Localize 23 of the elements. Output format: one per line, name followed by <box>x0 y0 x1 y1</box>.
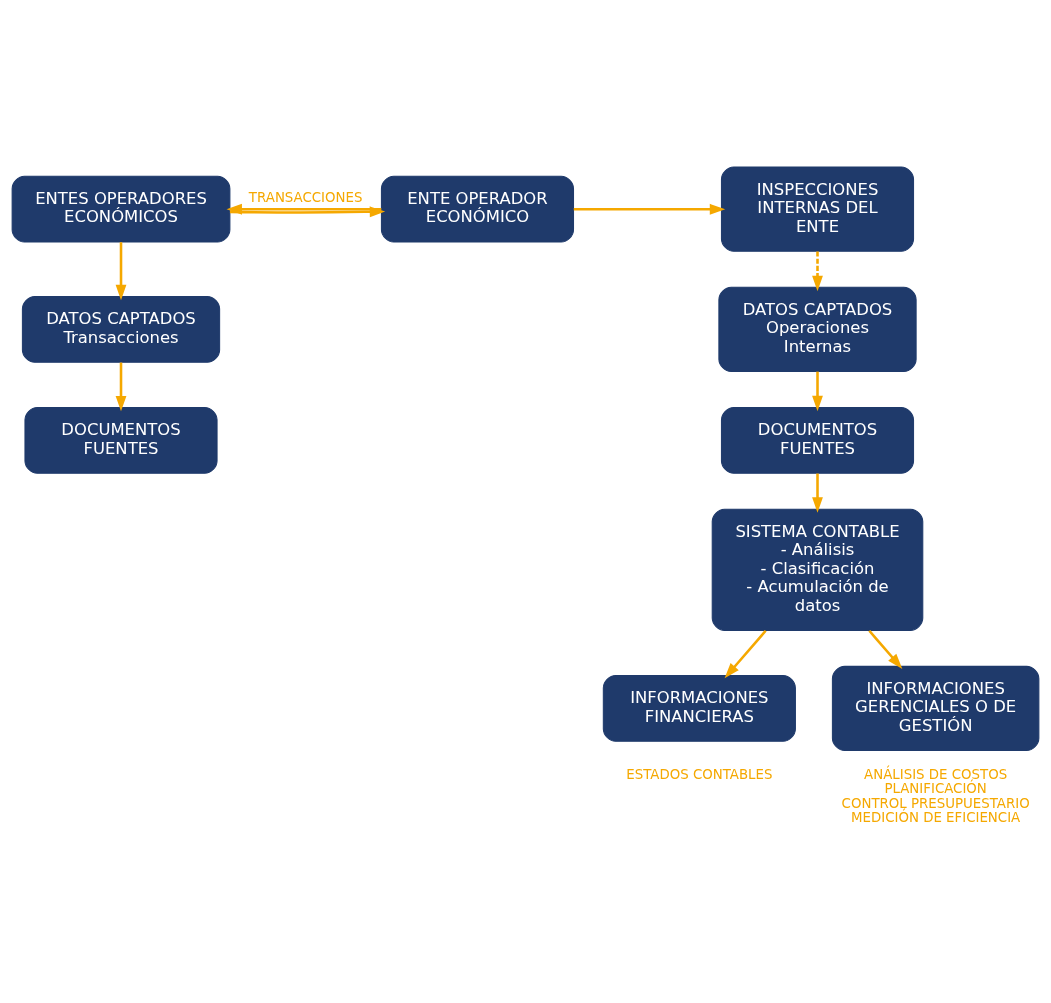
edge-label: TRANSACCIONES <box>248 189 363 205</box>
node-box: ENTES OPERADORES ECONÓMICOS <box>11 175 231 243</box>
arrow <box>812 371 823 411</box>
arrow <box>812 251 823 291</box>
node-box: DATOS CAPTADOS Transacciones <box>21 295 221 363</box>
node-box: DOCUMENTOS FUENTES <box>720 406 915 474</box>
node-box: INSPECCIONES INTERNAS DEL ENTE <box>720 166 915 252</box>
node-box: ENTE OPERADOR ECONÓMICO <box>380 175 575 243</box>
arrow <box>573 203 726 215</box>
node-label: ESTADOS CONTABLES <box>626 766 773 782</box>
arrow <box>226 203 382 215</box>
arrow <box>812 473 823 513</box>
node-box: INFORMACIONES GERENCIALES O DE GESTIÓN <box>831 665 1040 751</box>
node-box: INFORMACIONES FINANCIERAS <box>602 674 796 742</box>
node-box: SISTEMA CONTABLE - Análisis - Clasificación - Acumulación de datos <box>711 508 924 631</box>
arrow <box>724 629 767 678</box>
node-box: DATOS CAPTADOS Operaciones Internas <box>718 286 917 372</box>
node-box: DOCUMENTOS FUENTES <box>24 406 218 474</box>
arrow <box>115 241 127 300</box>
arrow <box>868 629 903 669</box>
node-label: MEDICIÓN DE EFICIENCIA <box>851 809 1021 825</box>
node-label: PLANIFICACIÓN <box>884 780 987 796</box>
arrow <box>115 362 127 411</box>
